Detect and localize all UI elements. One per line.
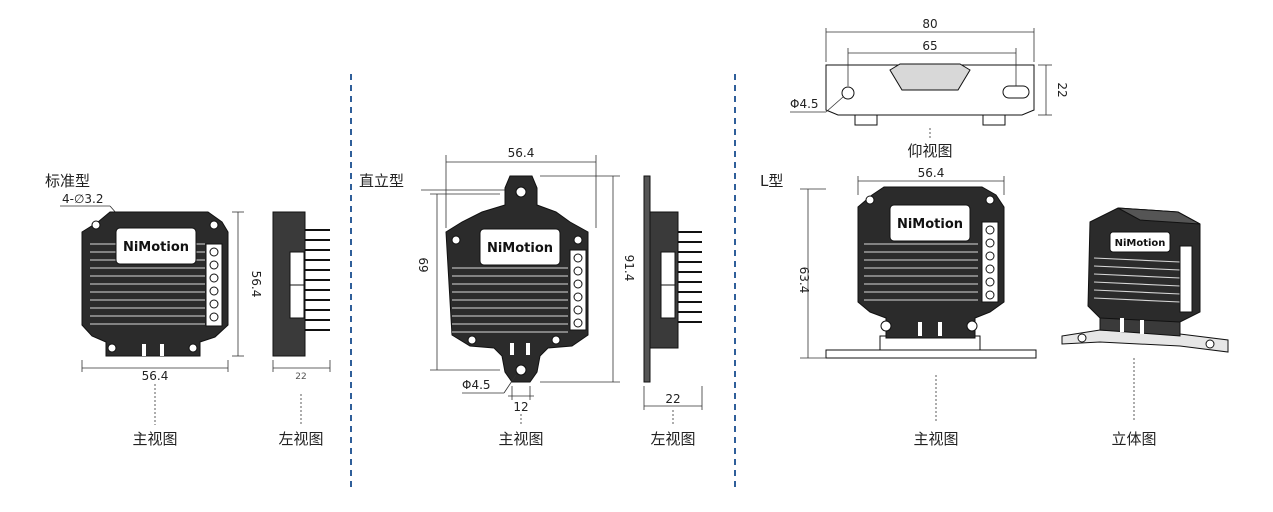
vertical-brand-label: NiMotion xyxy=(487,241,553,256)
l-type-3d-brand-label: NiMotion xyxy=(1115,238,1166,249)
l-type-bottom-total: 80 xyxy=(922,17,937,31)
standard-caption-front: 主视图 xyxy=(132,430,177,448)
terminal-block xyxy=(205,243,223,327)
vertical-front-view: NiMotion xyxy=(445,175,589,383)
vertical-side-dim: 22 xyxy=(665,392,680,406)
l-type-bottom-thickness: 22 xyxy=(1055,82,1069,97)
standard-hole-spec: 4-∅3.2 xyxy=(62,192,104,206)
l-type-bottom-view xyxy=(825,63,1035,126)
standard-left-view xyxy=(272,211,330,357)
standard-dim-height: 56.4 xyxy=(249,271,263,298)
l-type-dim-height: 63.4 xyxy=(797,267,811,294)
vertical-title: 直立型 xyxy=(359,172,404,190)
mount-hole xyxy=(209,220,219,230)
side-fins xyxy=(678,231,702,323)
l-type-caption-3d: 立体图 xyxy=(1111,430,1156,448)
l-type-front-view: NiMotion xyxy=(825,186,1037,359)
terminal-block xyxy=(569,249,587,331)
standard-title: 标准型 xyxy=(45,172,90,190)
l-type-dim-width: 56.4 xyxy=(918,166,945,180)
vertical-left-view xyxy=(643,175,702,383)
standard-caption-left: 左视图 xyxy=(278,430,323,448)
vertical-section: 直立型 NiMotion xyxy=(359,146,703,448)
l-type-caption-front: 主视图 xyxy=(913,430,958,448)
l-type-3d-view: NiMotion xyxy=(1061,207,1229,353)
l-type-fins xyxy=(864,243,978,301)
l-type-title: L型 xyxy=(760,172,783,190)
mount-hole xyxy=(188,343,198,353)
mount-hole xyxy=(91,220,101,230)
l-type-section: 80 65 22 Φ4.5 仰视图 L型 NiMotion xyxy=(760,17,1229,448)
l-type-brand-label: NiMotion xyxy=(897,217,963,232)
mount-hole xyxy=(107,343,117,353)
vertical-fins xyxy=(452,267,568,333)
vertical-dim-height-inner: 69 xyxy=(417,257,431,272)
l-type-caption-bottom: 仰视图 xyxy=(907,142,952,160)
vertical-hole: Φ4.5 xyxy=(462,378,491,392)
vertical-caption-left: 左视图 xyxy=(650,430,695,448)
vertical-slot-width: 12 xyxy=(513,400,528,414)
side-fins xyxy=(305,229,330,331)
standard-section: 标准型 4-∅3.2 NiMotion xyxy=(45,172,331,448)
l-type-bottom-hole: Φ4.5 xyxy=(790,97,819,111)
terminal-block xyxy=(981,221,999,303)
standard-dim-width: 56.4 xyxy=(142,369,169,383)
standard-side-dim: 22 xyxy=(295,372,306,382)
standard-front-view: NiMotion xyxy=(81,211,229,357)
standard-brand-label: NiMotion xyxy=(123,240,189,255)
vertical-dim-width: 56.4 xyxy=(508,146,535,160)
l-type-bottom-pitch: 65 xyxy=(922,39,937,53)
vertical-dim-height-outer: 91.4 xyxy=(622,255,636,282)
vertical-caption-front: 主视图 xyxy=(498,430,543,448)
3d-fins xyxy=(1093,257,1181,303)
